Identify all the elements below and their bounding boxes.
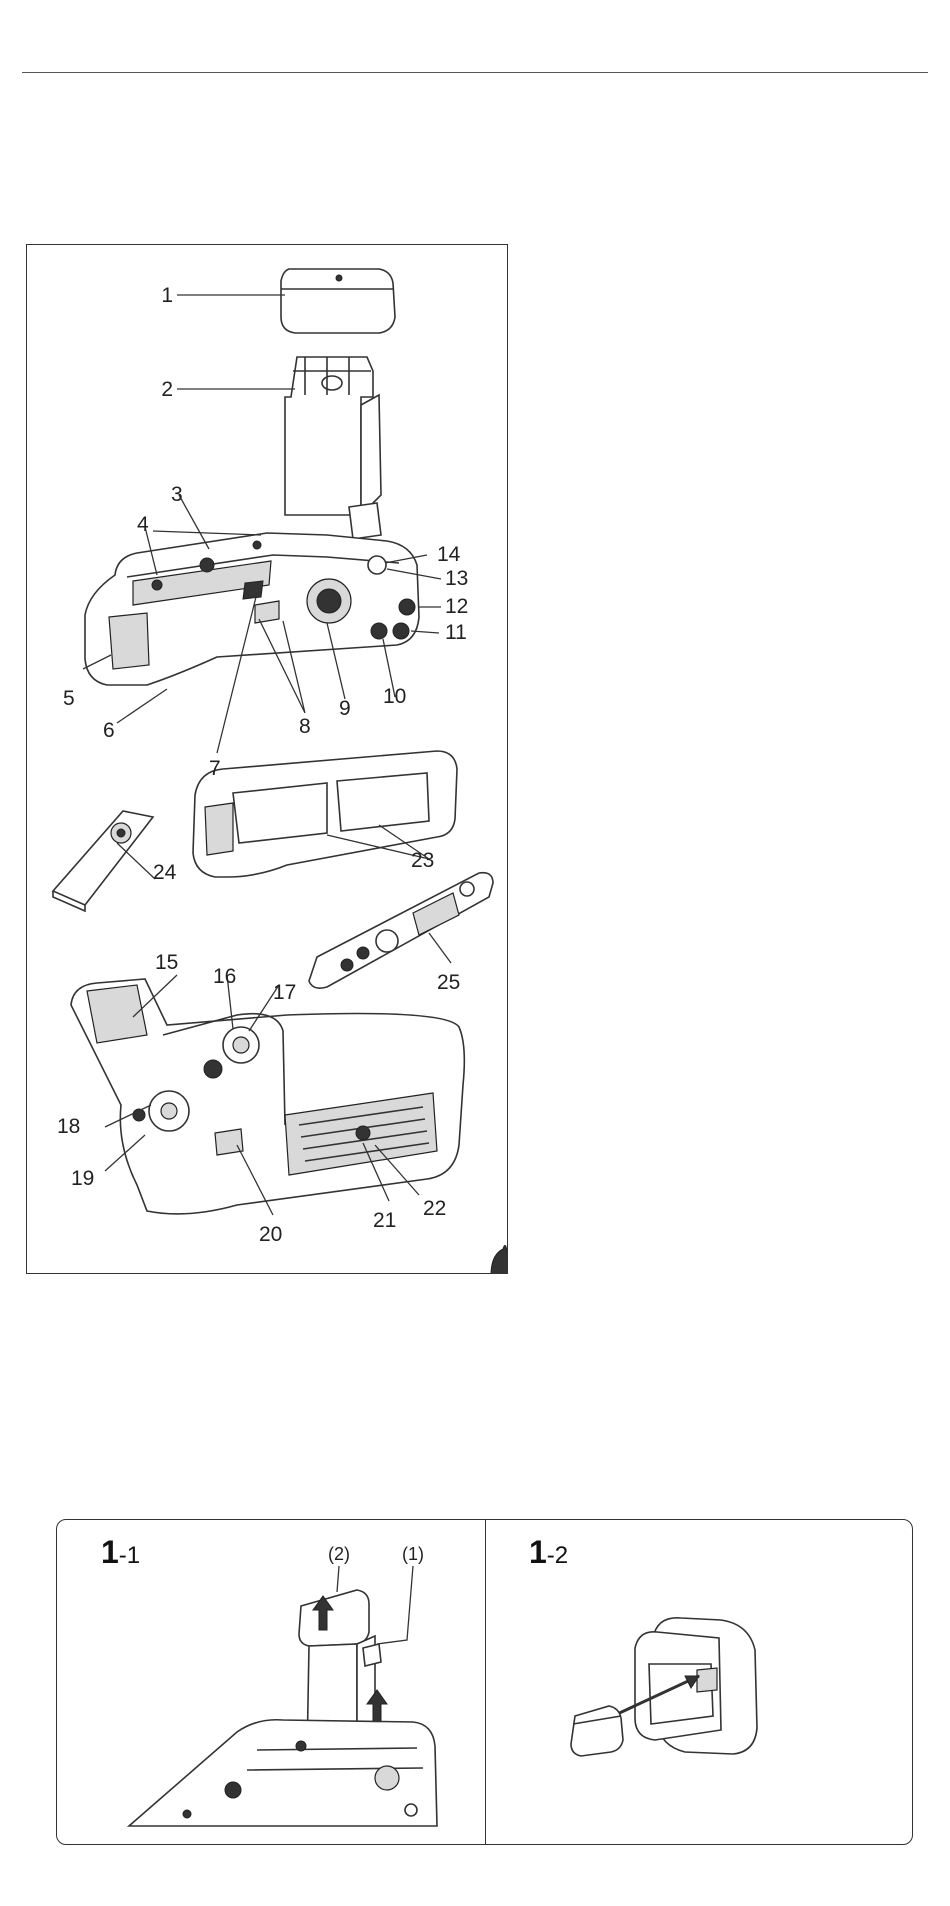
callout-12: 12	[445, 595, 468, 618]
callout-9: 9	[339, 697, 351, 720]
callout-11: 11	[445, 621, 467, 644]
callout-6: 6	[103, 719, 115, 742]
callout-20: 20	[259, 1223, 282, 1246]
callout-22: 22	[423, 1197, 446, 1220]
parts-diagram: 1 2 3 4 5 6 7 8 9 10 11 12 13 14 15 16 1…	[26, 244, 508, 1274]
callout-2: 2	[161, 378, 173, 401]
marker-1: (1)	[402, 1544, 424, 1564]
callout-10: 10	[383, 685, 406, 708]
callout-17: 17	[273, 981, 296, 1004]
callout-24: 24	[153, 861, 177, 884]
callout-8: 8	[299, 715, 311, 738]
step-1-1-illustration: (2) (1)	[57, 1520, 485, 1845]
callout-7: 7	[209, 757, 221, 780]
marker-2: (2)	[328, 1544, 350, 1564]
installation-steps-panel: 1-1 (2) (1) 1-2	[56, 1519, 913, 1845]
callout-21: 21	[373, 1209, 396, 1232]
callout-1: 1	[161, 284, 173, 307]
step-1-2-illustration	[485, 1520, 913, 1845]
callout-18: 18	[57, 1115, 80, 1138]
callout-3: 3	[171, 483, 183, 506]
callout-15: 15	[155, 951, 178, 974]
callout-19: 19	[71, 1167, 94, 1190]
parts-illustration: 1 2 3 4 5 6 7 8 9 10 11 12 13 14 15 16 1…	[27, 245, 508, 1274]
top-divider-line	[22, 72, 928, 73]
callout-13: 13	[445, 567, 468, 590]
callout-5: 5	[63, 687, 75, 710]
callout-4: 4	[137, 513, 149, 536]
callout-23: 23	[411, 849, 434, 872]
callout-16: 16	[213, 965, 236, 988]
callout-25: 25	[437, 971, 460, 994]
callout-14: 14	[437, 543, 461, 566]
